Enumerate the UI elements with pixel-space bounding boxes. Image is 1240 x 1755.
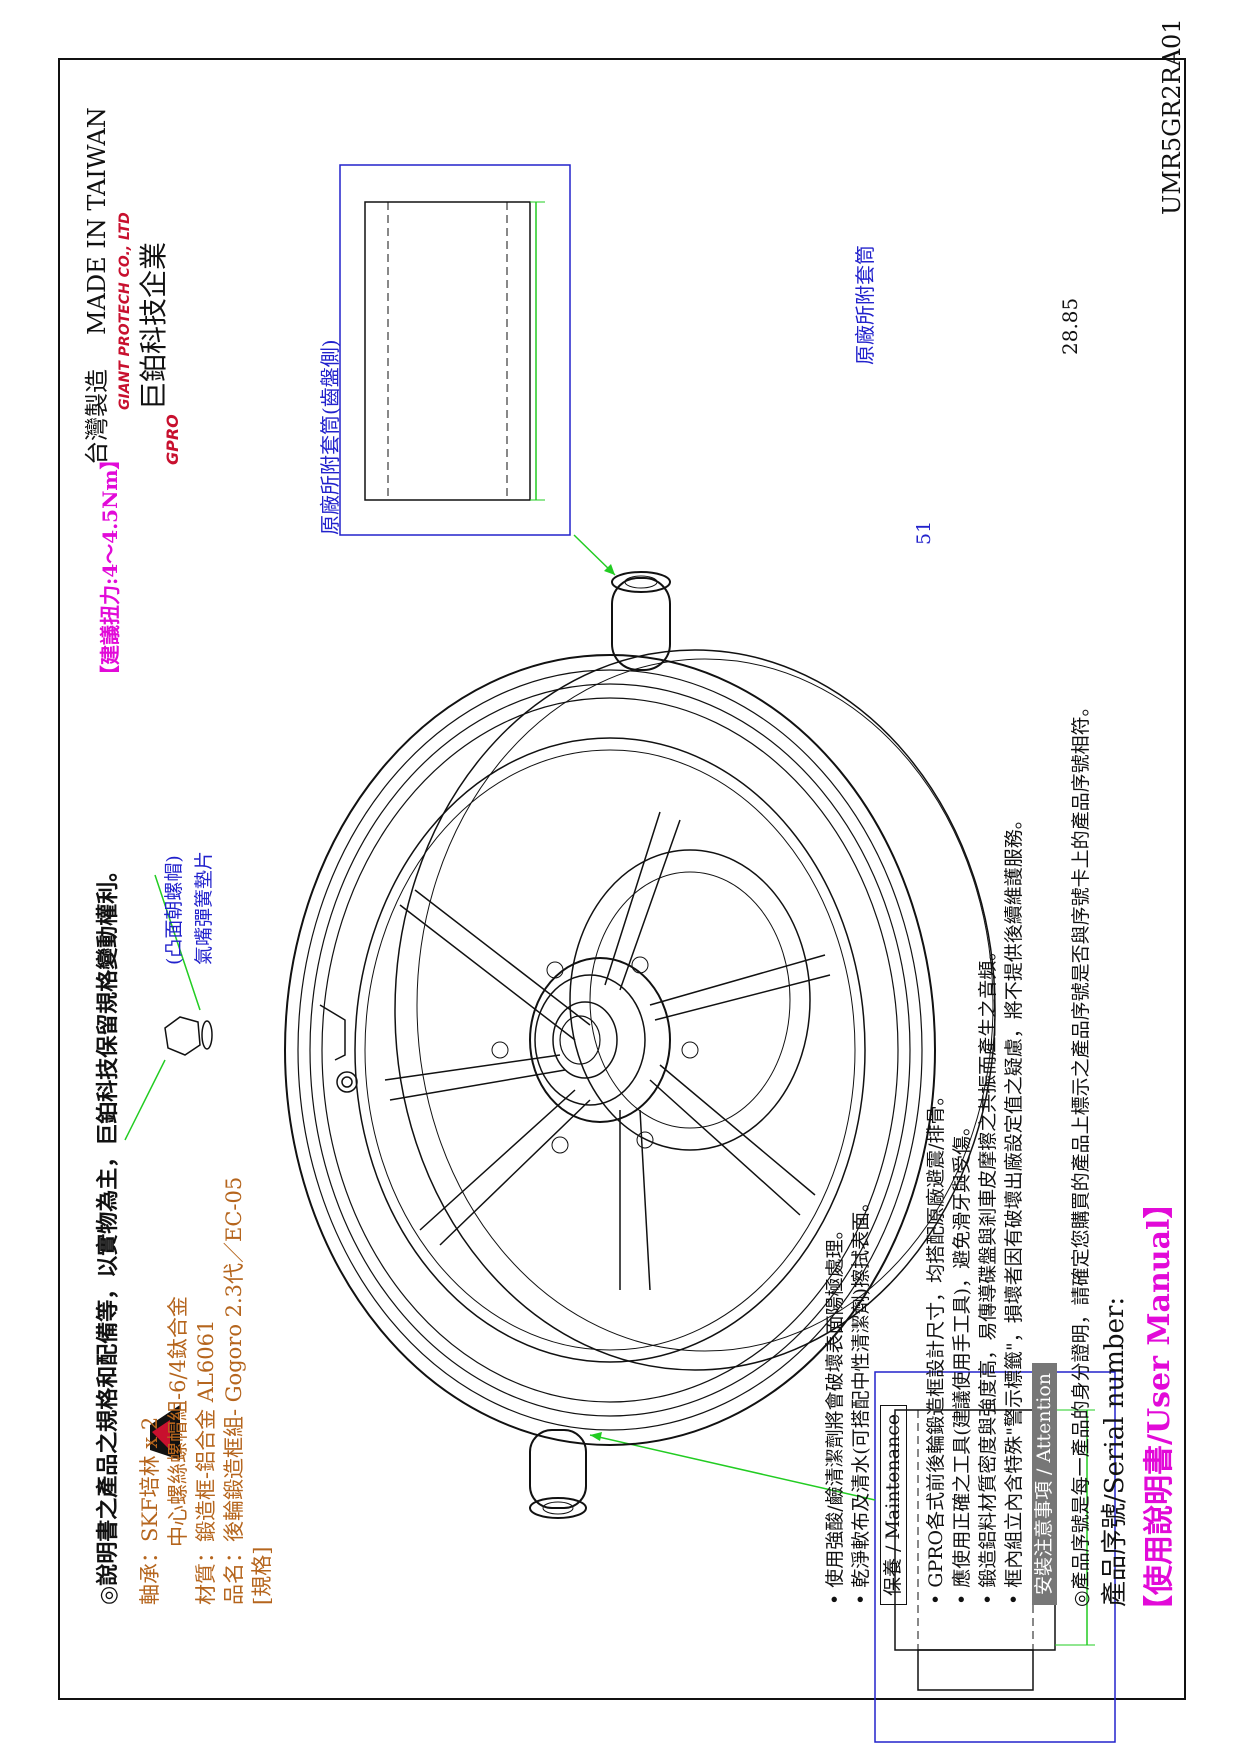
page-border: [58, 58, 1186, 1700]
company-name-en: GIANT PROTECH CO., LTD: [117, 212, 133, 410]
maintenance-heading: 保養 / Maintenance: [880, 1404, 907, 1605]
made-in-en: MADE IN TAIWAN: [83, 107, 111, 335]
manual-title: 【使用說明書/User Manual】: [1142, 1188, 1177, 1625]
sleeve-dimension: 28.85: [1058, 297, 1082, 355]
attention-item: • 鍛造鋁料材質密度與強度高，易傳導碟盤與剎車皮摩擦之共振而產生之音頻。: [977, 941, 999, 1605]
wheel-drawing: [284, 649, 996, 1446]
spec-row: 中心螺絲螺帽組-6/4鈦合金: [166, 1296, 190, 1547]
spec-heading: [規格]: [250, 1546, 274, 1605]
valve-stem: [319, 1004, 358, 1093]
spec-row: 軸承：SKF培林 x 2: [138, 1416, 162, 1605]
gpro-logo-icon: [150, 1405, 180, 1460]
sleeve-label: 原廠所附套筒: [853, 245, 877, 365]
logo-wordmark: GPRO: [163, 414, 182, 465]
washer-label-line1: 氣嘴彈簧墊片: [193, 850, 215, 965]
attention-item: • 應使用正確之工具(建議使用手工具)，避免滑牙與受傷。: [951, 1116, 973, 1605]
washer-leader: [154, 874, 201, 1011]
attention-item: • GPRO各式前後輪鍛造框設計尺寸，均搭配原廠避震/排骨。: [925, 1086, 947, 1605]
torque-leader: [124, 1059, 166, 1141]
title-bracket-close: 】: [1142, 1188, 1177, 1219]
made-in-zh: 台灣製造: [83, 369, 111, 465]
sleeve-part-top: [611, 571, 671, 671]
maintenance-item: • 使用強酸/鹼清潔劑將會破壞表面陽極處理。: [824, 1220, 846, 1605]
sleeve-disc-label: 原廠所附套筒(齒盤側): [318, 339, 342, 535]
maintenance-item: • 乾淨軟布及清水(可搭配中性清潔劑)擦拭表面。: [850, 1192, 872, 1605]
spec-row: 品名：後輪鍛造框組- Gogoro 2.3代／EC-05: [222, 1176, 246, 1605]
serial-note: ◎產品序號是每一產品的身分證明，請確定您購買的產品上標示之產品序號是否與序號卡上…: [1070, 697, 1092, 1607]
sleeve-disc-dimension: 51: [913, 520, 935, 545]
title-bracket-open: 【: [1142, 1595, 1177, 1625]
spec-row: 材質：鍛造框-鋁合金 AL6061: [194, 1319, 218, 1605]
title-text: 使用說明書/User Manual: [1142, 1218, 1177, 1595]
serial-heading: 產品序號/Serial number:: [1100, 1296, 1130, 1607]
washer-label-line2: (凸面朝螺帽): [163, 855, 185, 965]
attention-item: • 框內組立內含特殊"警示標籤"，損壞者因有破壞出廠設定值之疑慮，將不提供後續維…: [1003, 810, 1025, 1605]
company-name-zh: 巨鉑科技企業: [137, 241, 170, 410]
sleeve-disc-detail: [339, 164, 616, 576]
model-code: UMR5GR2RA01: [1158, 18, 1186, 215]
attention-heading: 安裝注意事項 / Attention: [1032, 1362, 1057, 1605]
torque-label: 【建議扭力:4～4.5Nm】: [98, 449, 122, 685]
sleeve-part-bottom: [529, 1429, 587, 1519]
valve-nut: [164, 1016, 213, 1056]
spec-footnote: ◎說明書之產品之規格和配備等，以實物為主，巨鉑科技保留規格變動權利。: [95, 859, 121, 1605]
